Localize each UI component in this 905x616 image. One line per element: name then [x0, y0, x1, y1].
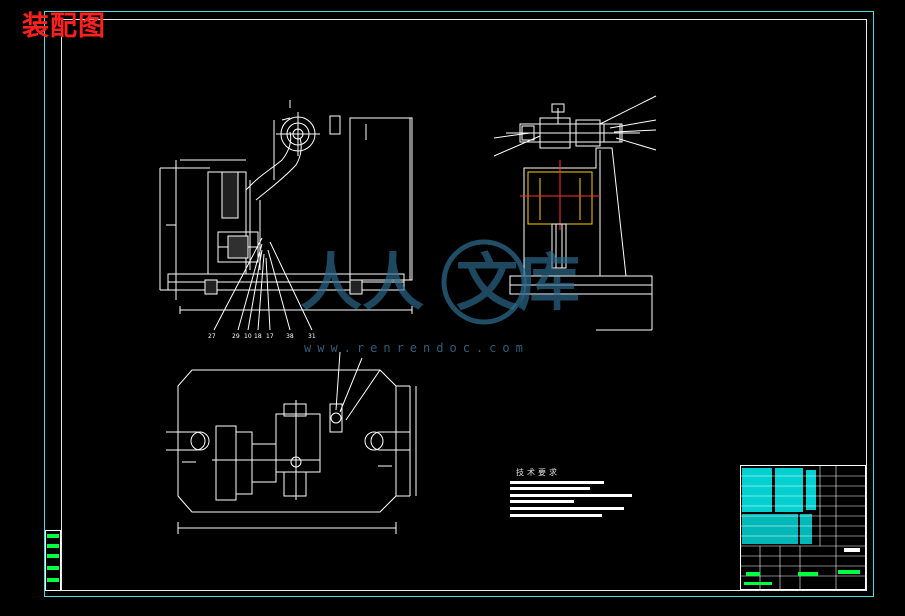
- drawing-title: 装配图: [22, 11, 106, 42]
- part-label: 18: [254, 333, 262, 340]
- part-label: 17: [266, 333, 274, 340]
- watermark-right-text: 文库: [456, 246, 581, 319]
- watermark-url: www.renrendoc.com: [304, 341, 529, 355]
- title-block: [740, 465, 866, 590]
- part-label: 10: [244, 333, 252, 340]
- watermark-logo: [441, 239, 527, 325]
- part-label: 29: [232, 333, 240, 340]
- part-labels: 27 29 10 18 17 38 31: [208, 333, 316, 340]
- watermark-left-text: 人人: [300, 246, 425, 319]
- tech-requirements-heading: 技术要求: [516, 468, 560, 477]
- front-view: [159, 100, 413, 331]
- part-label: 38: [286, 333, 294, 340]
- part-label: 27: [208, 333, 216, 340]
- side-view: [493, 95, 657, 331]
- tech-requirements-lines: [510, 481, 632, 517]
- part-label: 31: [308, 333, 316, 340]
- outer-frame: [44, 11, 874, 597]
- margin-stamp: [45, 530, 61, 591]
- inner-frame: [61, 19, 867, 591]
- top-view: [166, 351, 417, 534]
